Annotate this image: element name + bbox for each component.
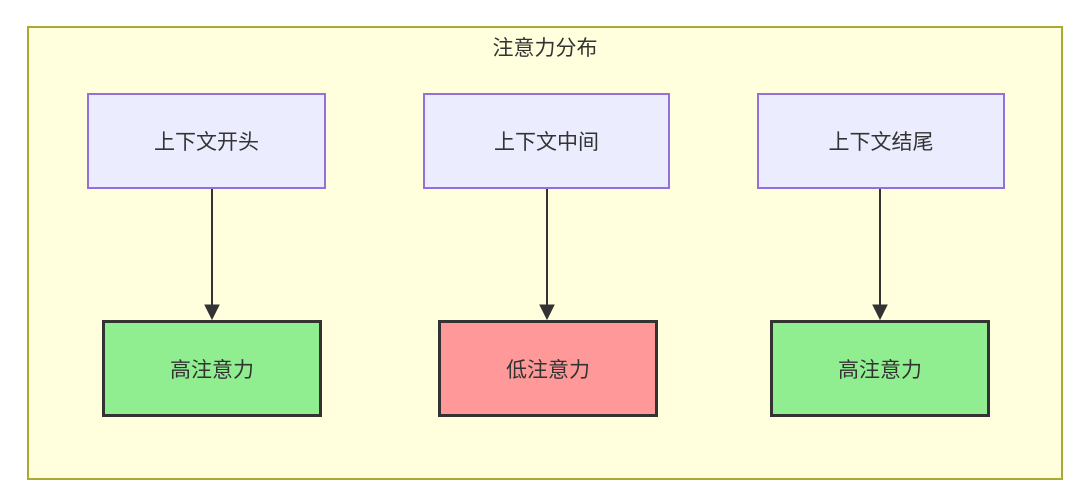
node-context-start: 上下文开头: [87, 93, 326, 189]
node-context-end: 上下文结尾: [757, 93, 1005, 189]
node-context-middle: 上下文中间: [423, 93, 670, 189]
node-low-attention-middle: 低注意力: [438, 320, 658, 417]
node-high-attention-start: 高注意力: [102, 320, 322, 417]
node-high-attention-end: 高注意力: [770, 320, 990, 417]
diagram-title: 注意力分布: [492, 36, 598, 60]
